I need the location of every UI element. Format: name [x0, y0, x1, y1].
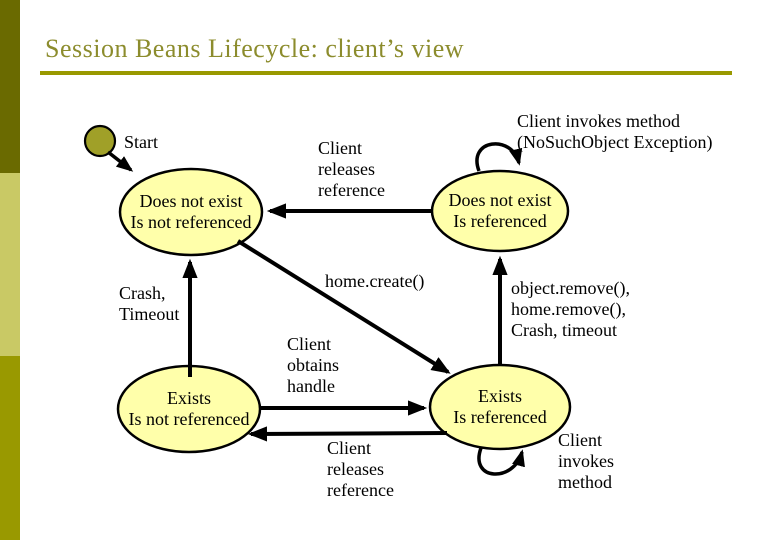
sidebar-segment-top [0, 0, 20, 173]
self-loop-no-such-object-exception [475, 142, 523, 172]
slide-title: Session Beans Lifecycle: client’s view [45, 34, 465, 63]
title-underline [40, 71, 732, 75]
start-label: Start [124, 132, 158, 152]
remove-crash-timeout-label: object.remove(), home.remove(), Crash, t… [511, 278, 630, 340]
sidebar-accent-bar [0, 0, 20, 540]
start-state-dot [83, 124, 117, 158]
client-invokes-method-exception-label: Client invokes method (NoSuchObject Exce… [517, 111, 713, 152]
state-ellipse-does-not-exist-not-referenced [118, 167, 264, 257]
state-label-exists-referenced: Exists Is referenced [453, 386, 547, 427]
client-releases-reference-bottom-label: Client releases reference [327, 438, 394, 500]
client-invokes-method-label: Client invokes method [558, 430, 614, 492]
sidebar-segment-middle [0, 173, 20, 356]
state-label-does-not-exist-referenced: Does not exist Is referenced [448, 190, 552, 231]
sidebar-segment-bottom [0, 356, 20, 540]
arrow-client-releases-reference-bottom [247, 426, 448, 442]
client-releases-reference-top-label: Client releases reference [318, 138, 385, 200]
state-label-exists-not-referenced: Exists Is not referenced [128, 388, 250, 429]
self-loop-client-invokes-method [477, 447, 525, 476]
arrow-start-to-does-not-exist [106, 150, 134, 172]
client-obtains-handle-label: Client obtains handle [287, 334, 339, 396]
arrow-home-create [236, 239, 451, 374]
state-label-does-not-exist-not-referenced: Does not exist Is not referenced [130, 191, 252, 232]
crash-timeout-label: Crash, Timeout [119, 283, 180, 324]
home-create-label: home.create() [325, 271, 425, 291]
